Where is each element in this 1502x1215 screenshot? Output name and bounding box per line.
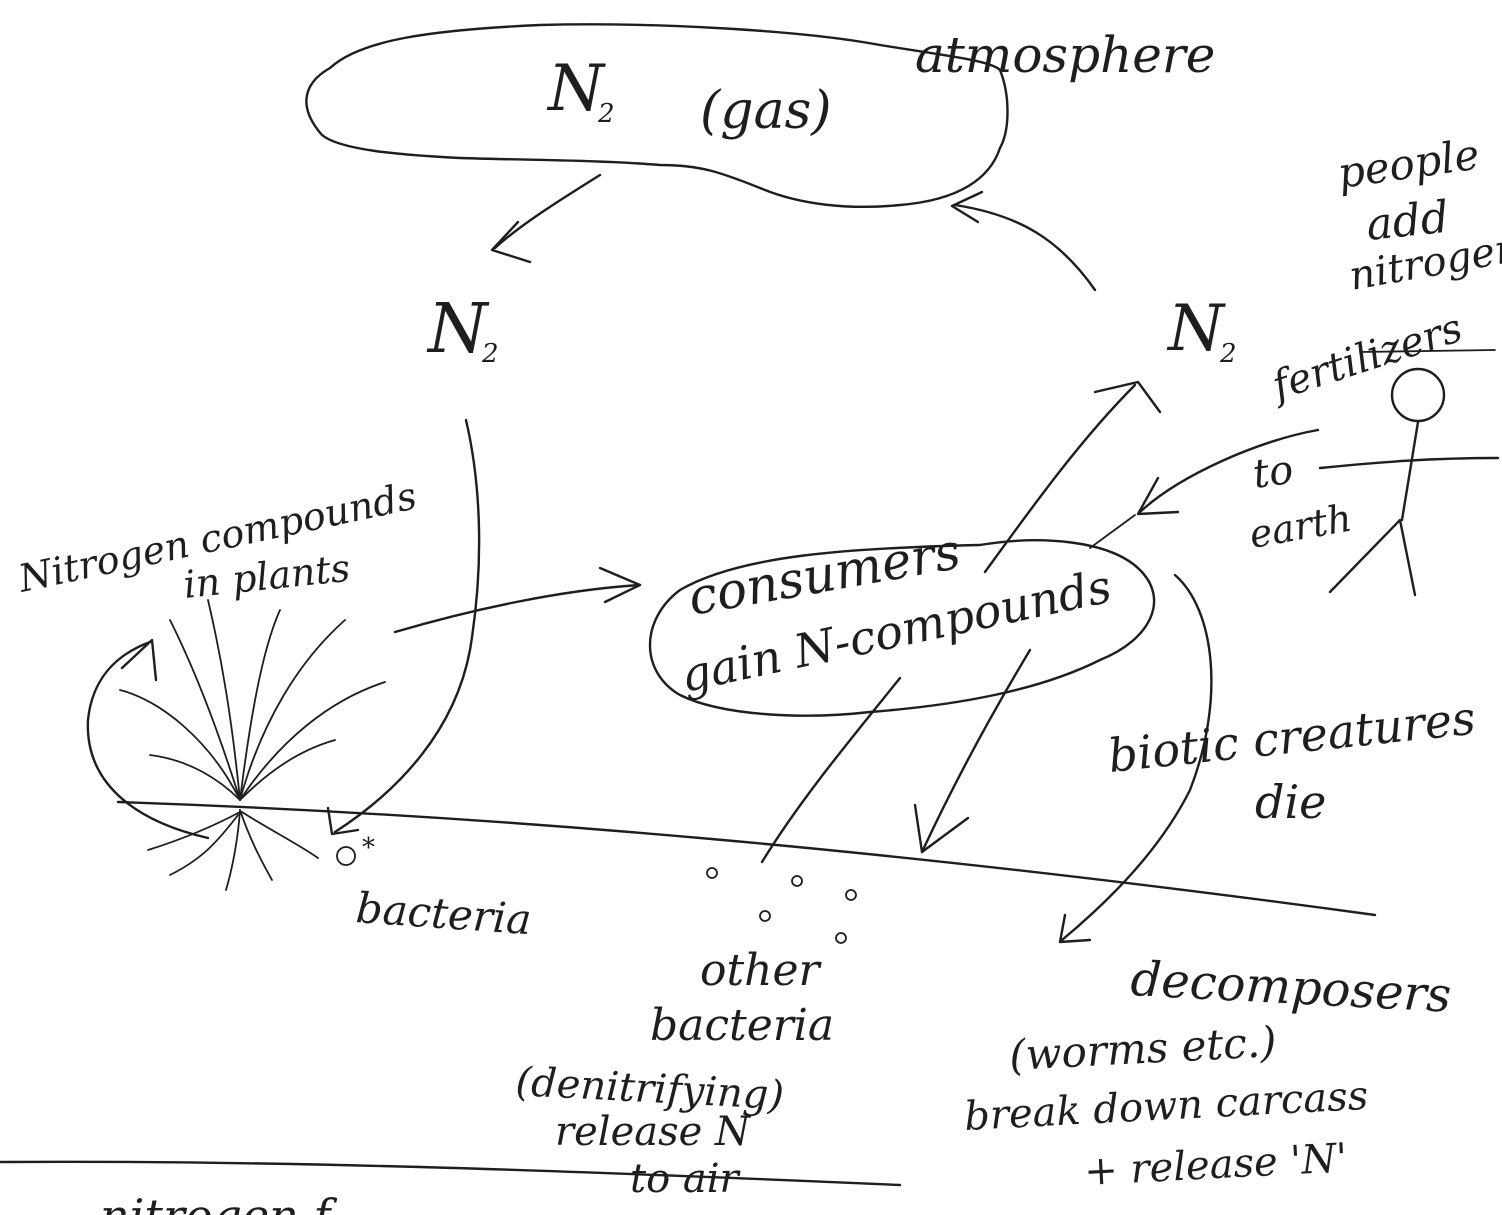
decomposers-line2: (worms etc.) [1008, 1017, 1278, 1080]
arrow-consumers-to-decomposers [1060, 573, 1213, 942]
bacteria-label: bacteria [354, 883, 533, 944]
other-bacteria-line4: release N [555, 1109, 752, 1155]
arrowhead-n2-right-to-cloud [950, 190, 984, 224]
arrow-earth-tail [1089, 514, 1136, 549]
arrow-consumers-to-ground [920, 648, 1032, 854]
person-body [1400, 420, 1420, 522]
other-bacteria-line5: to air [630, 1156, 742, 1202]
arrow-fertilizer-to-earth [1138, 428, 1320, 514]
arrowhead-consumers-to-decomposers [1058, 913, 1092, 944]
fertilizer-underline [1359, 349, 1496, 353]
person-arms [1318, 456, 1500, 470]
arrow-plant-cycle [86, 640, 210, 840]
n2-right-subscript: 2 [1219, 339, 1237, 369]
person-legs [1328, 518, 1417, 597]
other-bacteria-dots [706, 867, 857, 944]
other-bacteria-line1: other [700, 945, 823, 996]
bacteria-dot [336, 846, 356, 866]
n2-left-symbol: N [426, 290, 490, 369]
arrowhead-consumers-to-n2-right [1093, 380, 1162, 414]
cloud-n2-symbol: N [546, 52, 606, 126]
arrow-consumers-to-n2-right [983, 383, 1137, 574]
arrowhead-plants-to-consumers [598, 566, 642, 604]
arrowhead-consumers-to-ground [913, 803, 970, 854]
biotic-line2: die [1255, 775, 1326, 829]
cloud-gas-label: (gas) [700, 81, 832, 141]
consumers-ellipse [648, 539, 1156, 717]
people-label-line2: add [1364, 192, 1451, 251]
bottom-cut-text: nitrogen f [100, 1189, 337, 1215]
biotic-line1: biotic creatures [1106, 691, 1478, 783]
n2-left-subscript: 2 [481, 339, 499, 369]
line-consumers-to-other-bacteria [760, 676, 902, 864]
arrow-cloud-to-n2-left [493, 173, 602, 250]
person-head [1390, 367, 1446, 423]
arrow-n2-right-to-cloud [953, 203, 1097, 292]
decomposers-line1: decomposers [1129, 951, 1452, 1024]
arrowhead-plant-cycle [120, 638, 158, 682]
arrowhead-n2-to-bacteria [326, 806, 360, 836]
decomposers-line4: + release 'N' [1083, 1135, 1348, 1195]
arrowhead-fertilizer-to-earth [1136, 476, 1180, 516]
decomposers-line3: break down carcass [963, 1073, 1369, 1140]
bacteria-star: * [362, 833, 375, 863]
plant-drawing [119, 599, 386, 891]
people-label-line4: fertilizers [1264, 305, 1468, 410]
n2-right-symbol: N [1166, 292, 1226, 366]
arrow-plants-to-consumers [393, 583, 642, 634]
ground-line [116, 800, 1377, 917]
arrow-n2-to-bacteria [333, 418, 481, 834]
page-divider [0, 1160, 902, 1187]
person-figure [1318, 367, 1500, 597]
to-earth-line2: earth [1246, 496, 1355, 557]
arrowhead-cloud-to-n2-left [490, 220, 532, 264]
cloud-n2-subscript: 2 [597, 99, 615, 129]
atmosphere-label: atmosphere [915, 26, 1215, 84]
atmosphere-cloud [305, 23, 1009, 209]
people-label-line1: people [1335, 130, 1483, 198]
other-bacteria-line2: bacteria [650, 1000, 834, 1051]
to-earth-line1: to [1250, 447, 1296, 498]
